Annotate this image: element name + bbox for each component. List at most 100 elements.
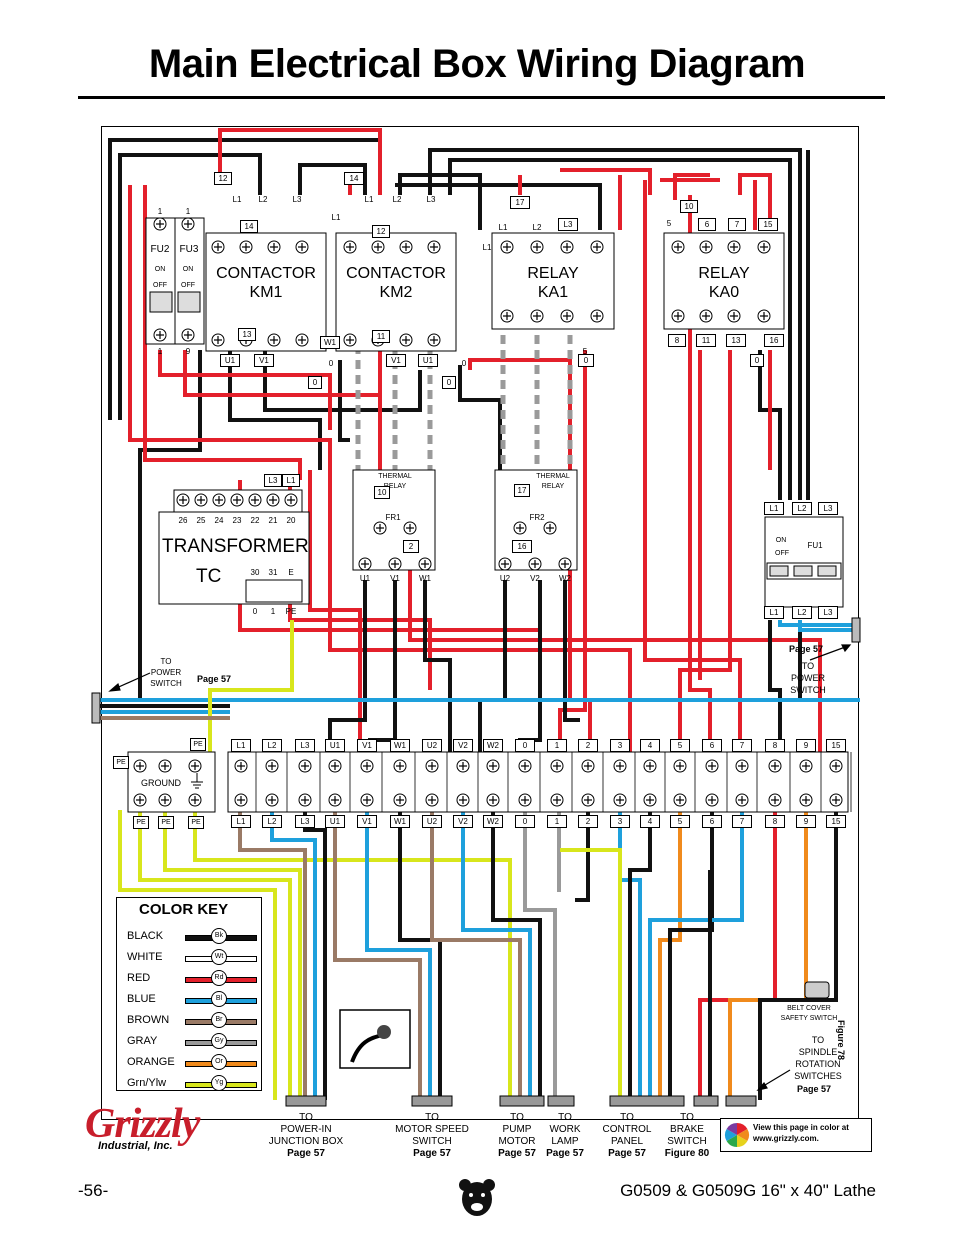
fr2-name: FR2 (529, 513, 545, 522)
tc-term-23: 23 (232, 516, 242, 525)
ka0-term-11: 11 (696, 334, 716, 347)
strip-bottom-label: 4 (640, 815, 660, 828)
color-key-row: GRAY Gy (125, 1033, 259, 1051)
ka0-term-7: 7 (728, 218, 746, 231)
strip-bottom-label: 2 (578, 815, 598, 828)
color-notice-text[interactable]: View this page in color at www.grizzly.c… (753, 1123, 849, 1143)
to-spindle-page: Page 57 (796, 1084, 832, 1094)
strip-top-label: 4 (640, 739, 660, 752)
fu1-bottom-l3: L3 (818, 606, 838, 619)
ka0-term-10: 10 (680, 200, 698, 213)
fr2-term-v2: V2 (530, 574, 540, 583)
tc-term-20: 20 (286, 516, 296, 525)
figure-label: Figure 78 (836, 1020, 846, 1061)
ka0-term-5: 5 (666, 219, 672, 228)
color-key-code: Or (211, 1054, 227, 1070)
color-key-row: WHITE Wt (125, 949, 259, 967)
strip-top-label: 15 (826, 739, 846, 752)
strip-top-label: 0 (515, 739, 535, 752)
strip-bottom-label: V2 (453, 815, 473, 828)
km2-term-11: 11 (372, 330, 390, 343)
km2-term-14: 14 (344, 172, 364, 185)
fu2-bottom-term: 1 (157, 347, 163, 356)
strip-top-label: 2 (578, 739, 598, 752)
strip-top-label: L3 (295, 739, 315, 752)
km2-term-0c: 0 (461, 359, 467, 368)
strip-bottom-label: W2 (483, 815, 503, 828)
dest-text: TO PUMP MOTOR (498, 1112, 536, 1147)
km1-term-12: 12 (214, 172, 232, 185)
tc-term-25: 25 (196, 516, 206, 525)
tc-term-e: E (288, 568, 294, 577)
color-key-title: COLOR KEY (139, 901, 229, 918)
fr1-term-10: 10 (374, 486, 390, 499)
ka0-term-6: 6 (698, 218, 716, 231)
tc-term-l3: L3 (264, 474, 282, 487)
strip-bottom-label: U1 (325, 815, 345, 828)
fu3-on: ON (182, 266, 194, 273)
km1-term-l2: L2 (258, 195, 268, 204)
strip-bottom-label: 6 (702, 815, 722, 828)
dest-page: Page 57 (498, 1148, 536, 1159)
fu1-on: ON (775, 537, 787, 544)
fr1-term-w1: W1 (419, 574, 431, 583)
color-key-name: WHITE (127, 951, 163, 963)
to-power-switch-left: TO POWER SWITCH (150, 657, 182, 688)
page57-left: Page 57 (196, 674, 232, 684)
strip-bottom-label: 1 (547, 815, 567, 828)
color-key-code: Rd (211, 970, 227, 986)
page-number: -56- (78, 1181, 109, 1200)
to-spindle-label: TO SPINDLE ROTATION SWITCHES (794, 1035, 842, 1081)
km2-term-0a: 0 (328, 359, 334, 368)
strip-top-label: W1 (390, 739, 410, 752)
fu3-off: OFF (181, 282, 195, 289)
strip-bottom-label: U2 (422, 815, 442, 828)
ka1-line2: KA1 (537, 284, 569, 301)
strip-top-label: V1 (357, 739, 377, 752)
color-wheel-icon (724, 1123, 750, 1147)
ka1-term-l3: L3 (558, 218, 578, 231)
color-key-name: GRAY (127, 1035, 158, 1047)
strip-bottom-label: 9 (796, 815, 816, 828)
strip-top-label: V2 (453, 739, 473, 752)
color-notice: View this page in color at www.grizzly.c… (720, 1118, 872, 1152)
fu3-top-term: 1 (185, 207, 191, 216)
color-key-name: BLACK (127, 930, 164, 942)
brand-name: Grizzly (85, 1101, 200, 1147)
color-key-code: Gy (211, 1033, 227, 1049)
dest-text: TO CONTROL PANEL (602, 1112, 652, 1147)
ka1-term-l1b: L1 (482, 243, 492, 252)
footer-title: G0509 & G0509G 16" x 40" Lathe (620, 1181, 876, 1200)
strip-top-label: 5 (670, 739, 690, 752)
dest-pump-motor: TO PUMP MOTOR Page 57 (490, 1112, 544, 1160)
km2-term-v1: V1 (386, 354, 406, 367)
bear-head-icon (459, 1179, 495, 1216)
color-key-code: Wt (211, 949, 227, 965)
ground-label: GROUND (141, 778, 181, 788)
ka1-term-17: 17 (510, 196, 530, 209)
strip-bottom-label: 15 (826, 815, 846, 828)
ka1-term-0: 0 (578, 354, 594, 367)
km2-term-l1a: L1 (331, 213, 341, 222)
tc-term-l1: L1 (282, 474, 300, 487)
ka0-term-15: 15 (758, 218, 778, 231)
km2-term-12: 12 (372, 225, 390, 238)
fr2-term-17: 17 (514, 484, 530, 497)
grizzly-logo: Grizzly Industrial, Inc. (80, 1100, 245, 1158)
tc-term-0: 0 (252, 607, 258, 616)
fu2-off: OFF (153, 282, 167, 289)
fr1-name: FR1 (385, 513, 401, 522)
km2-term-0d: 0 (442, 376, 456, 389)
strip-top-label: 7 (732, 739, 752, 752)
fu1-name: FU1 (807, 541, 823, 550)
dest-page: Page 57 (608, 1148, 646, 1159)
dest-brake-switch: TO BRAKE SWITCH Figure 80 (658, 1112, 716, 1160)
color-key-code: Br (211, 1012, 227, 1028)
dest-page: Figure 80 (664, 1148, 710, 1159)
strip-top-label: 9 (796, 739, 816, 752)
dest-text: TO POWER-IN JUNCTION BOX (268, 1112, 344, 1147)
km1-term-l3: L3 (292, 195, 302, 204)
